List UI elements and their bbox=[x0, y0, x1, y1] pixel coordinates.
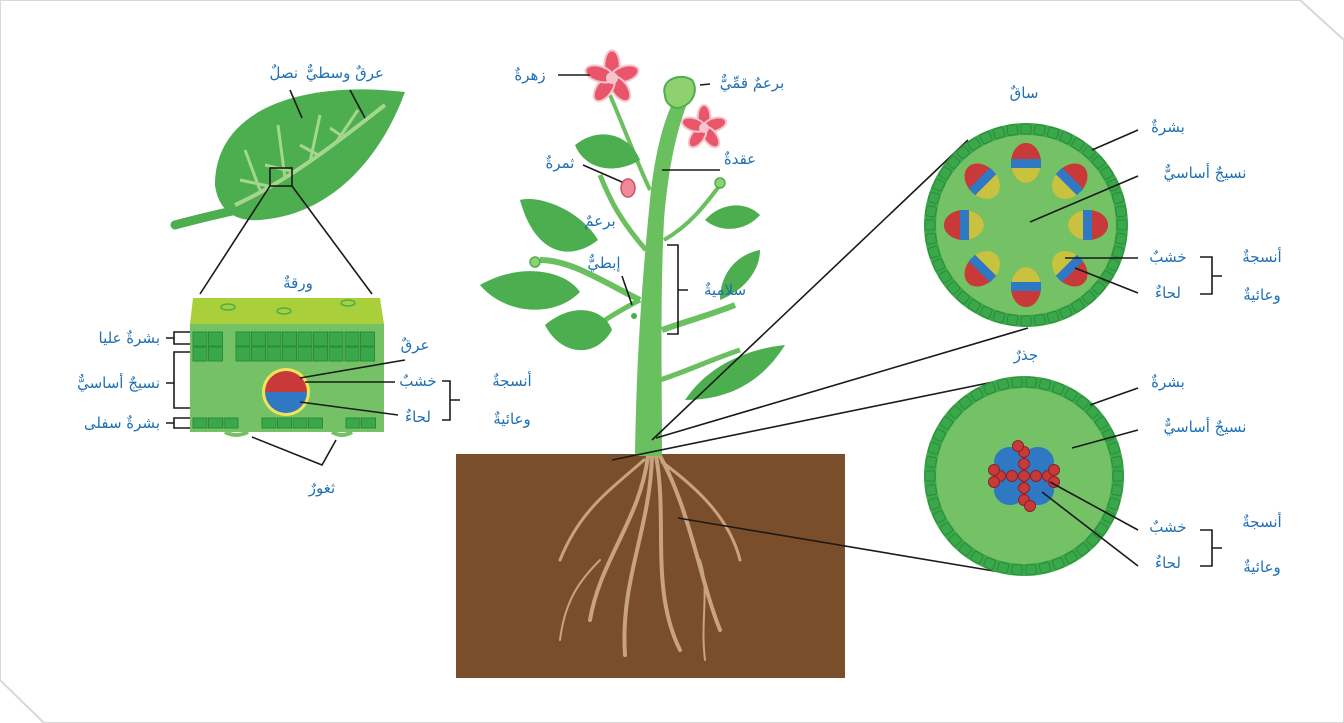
label-stomata: ثغورٌ bbox=[308, 479, 335, 497]
label-root-title: جذرٌ bbox=[1013, 346, 1038, 364]
label-vein: عرقٌ bbox=[401, 336, 430, 354]
label-upper-epidermis: بشرةٌ عليا bbox=[99, 329, 160, 347]
label-axillary-bud-2: إبطيٌّ bbox=[587, 253, 620, 273]
label-phloem-leaf: لحاءٌ bbox=[405, 408, 431, 426]
label-ground-tissue-leaf: نسيجٌ أساسيٌّ bbox=[77, 373, 160, 393]
label-stem-xylem: خشبٌ bbox=[1149, 248, 1186, 266]
label-root-phloem: لحاءٌ bbox=[1155, 554, 1181, 572]
label-root-epidermis: بشرةٌ bbox=[1151, 373, 1185, 391]
label-xylem-leaf: خشبٌ bbox=[399, 372, 436, 390]
label-root-xylem: خشبٌ bbox=[1149, 518, 1186, 536]
label-lower-epidermis: بشرةٌ سفلى bbox=[84, 414, 160, 432]
leaf-cross-section bbox=[190, 298, 384, 435]
label-root-ground: نسيجٌ أساسيٌّ bbox=[1164, 417, 1247, 437]
label-vascular-leaf-2: وعائيةٌ bbox=[493, 410, 531, 428]
label-fruit: ثمرةٌ bbox=[546, 154, 575, 172]
label-stem-epidermis: بشرةٌ bbox=[1151, 118, 1185, 136]
label-leaf-section: ورقةٌ bbox=[283, 274, 313, 292]
label-root-vascular-1: أنسجةٌ bbox=[1242, 512, 1281, 531]
root-cross-section bbox=[924, 376, 1124, 576]
label-blade: نصلٌ bbox=[269, 64, 298, 82]
label-internode: سلاميةٌ bbox=[704, 281, 746, 299]
label-stem-vascular-1: أنسجةٌ bbox=[1242, 247, 1281, 266]
stem-cross-section bbox=[924, 123, 1128, 327]
label-vascular-leaf-1: أنسجةٌ bbox=[492, 371, 531, 390]
label-stem-ground: نسيجٌ أساسيٌّ bbox=[1164, 163, 1247, 183]
label-apical-bud: برعمٌ قمِّيٌّ bbox=[720, 73, 785, 93]
label-node: عقدةٌ bbox=[724, 150, 756, 168]
label-stem-vascular-2: وعائيةٌ bbox=[1243, 286, 1281, 304]
label-stem-title: ساقٌ bbox=[1010, 84, 1039, 102]
label-root-vascular-2: وعائيةٌ bbox=[1243, 558, 1281, 576]
label-axillary-bud-1: برعمٌ bbox=[584, 212, 615, 230]
label-midrib: عرقٌ وسطيٌّ bbox=[306, 63, 384, 83]
label-stem-phloem: لحاءٌ bbox=[1155, 284, 1181, 302]
label-flower: زهرةٌ bbox=[514, 66, 545, 84]
